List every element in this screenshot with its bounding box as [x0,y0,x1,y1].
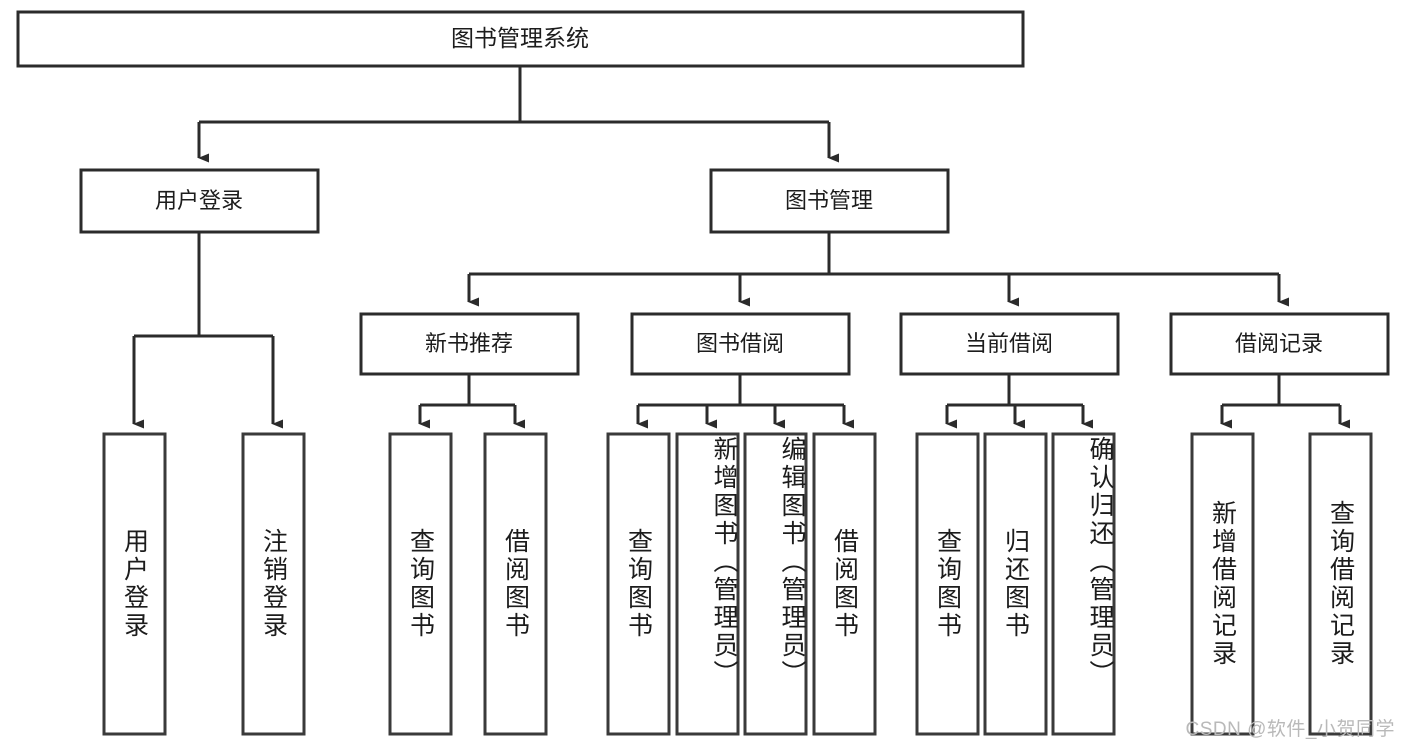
node-leaf-borrow-book-2-box[interactable] [812,432,877,736]
node-user-login-label: 用户登录 [155,188,243,213]
node-borrow-record-label: 借阅记录 [1235,331,1323,356]
node-book-borrow-label: 图书借阅 [696,331,784,356]
node-leaf-query-book-3-box[interactable] [915,432,980,736]
node-leaf-add-record-box[interactable] [1190,432,1255,736]
node-root-box[interactable] [16,10,1025,68]
node-borrow-record[interactable]: 借阅记录 [1169,312,1390,376]
node-new-book-recommend[interactable]: 新书推荐 [359,312,580,376]
node-leaf-query-book-1-box[interactable] [388,432,453,736]
node-new-book-recommend-box[interactable] [359,312,580,376]
csdn-watermark: CSDN @软件_小贺同学 [1185,719,1395,740]
node-root-label: 图书管理系统 [451,25,589,51]
node-leaf-query-book-2-box[interactable] [606,432,671,736]
node-leaf-user-logout-box[interactable] [241,432,306,736]
node-root[interactable]: 图书管理系统 [16,10,1025,68]
node-leaf-query-record-box[interactable] [1308,432,1373,736]
node-book-borrow-box[interactable] [630,312,851,376]
node-book-borrow[interactable]: 图书借阅 [630,312,851,376]
node-current-borrow-label: 当前借阅 [965,331,1053,356]
node-book-manage[interactable]: 图书管理 [709,168,950,234]
node-new-book-recommend-label: 新书推荐 [425,331,513,356]
node-user-login-box[interactable] [79,168,320,234]
edges-layer [132,66,1350,429]
node-leaf-add-book-box[interactable] [675,432,740,736]
nodes-layer: 图书管理系统 用户登录 图书管理 新书推荐 图书借阅 当前 [16,10,1390,736]
node-user-login[interactable]: 用户登录 [79,168,320,234]
node-borrow-record-box[interactable] [1169,312,1390,376]
node-book-manage-box[interactable] [709,168,950,234]
node-book-manage-label: 图书管理 [785,188,873,213]
node-leaf-return-book-box[interactable] [983,432,1048,736]
node-leaf-confirm-return-box[interactable] [1051,432,1116,736]
node-leaf-borrow-book-1-box[interactable] [483,432,548,736]
leaf-boxes-layer [102,432,1373,736]
node-leaf-edit-book-box[interactable] [743,432,808,736]
node-current-borrow[interactable]: 当前借阅 [899,312,1120,376]
node-leaf-user-login-box[interactable] [102,432,167,736]
node-current-borrow-box[interactable] [899,312,1120,376]
